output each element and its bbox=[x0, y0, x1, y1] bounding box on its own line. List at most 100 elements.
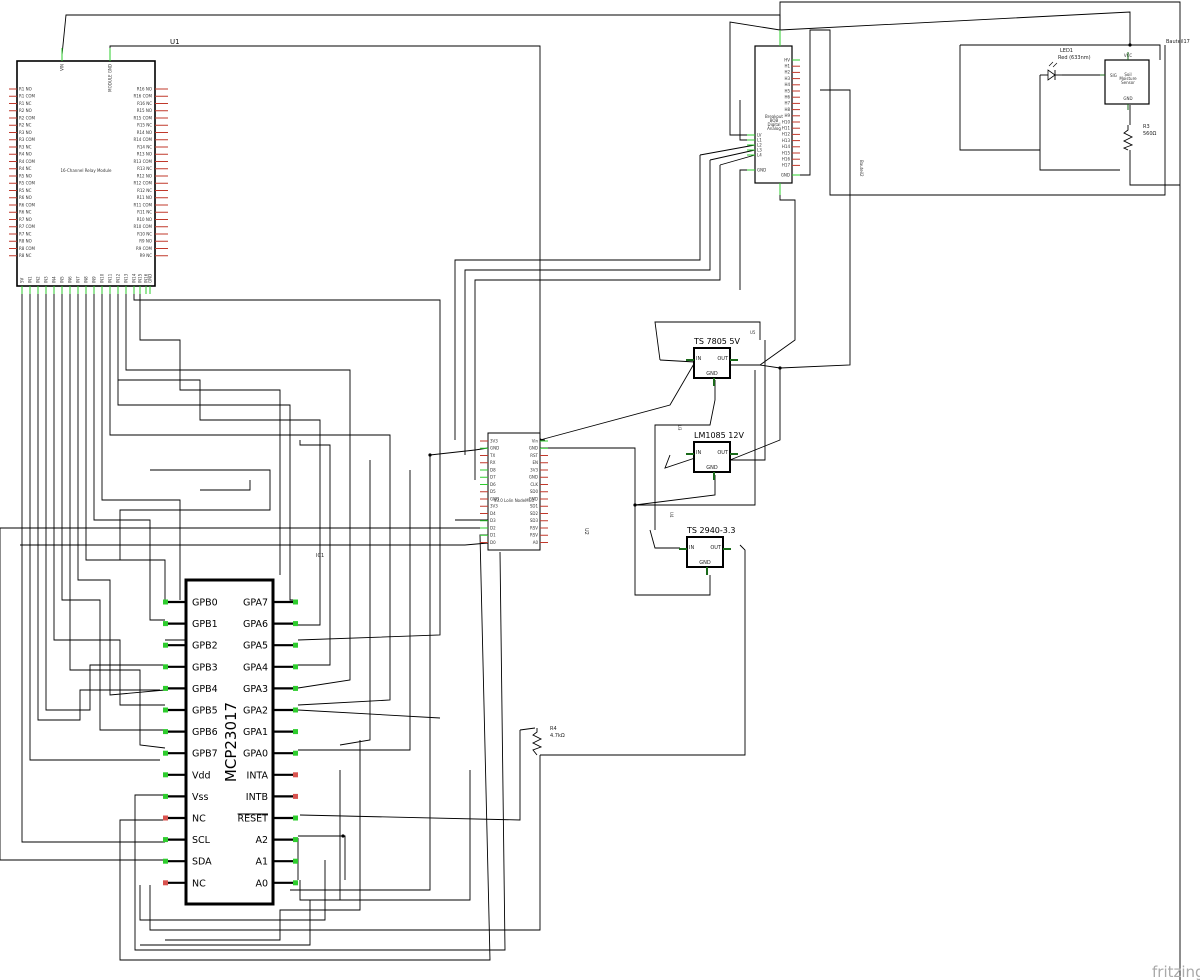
relay-left-pin-label: R6 NO bbox=[19, 195, 32, 200]
relay-right-pin-label: R16 COM bbox=[133, 94, 152, 99]
ls-right-pin-label: H3 bbox=[784, 76, 790, 81]
r3-value: 560Ω bbox=[1143, 131, 1157, 137]
nodemcu-left-pin-label: D5 bbox=[490, 489, 496, 494]
relay-right-pin-label: R14 COM bbox=[133, 137, 152, 142]
nodemcu-right-pin-label: A0 bbox=[533, 540, 539, 545]
nodemcu-left-pin-label: GND bbox=[490, 446, 499, 451]
regulator-ref: U5 bbox=[750, 330, 756, 335]
moisture-sensor[interactable]: Bauteil17 Soil Moisture Sensor VCC SIG G… bbox=[1100, 39, 1190, 110]
relay-left-pin-label: R4 NC bbox=[19, 166, 32, 171]
ls-right-pin-label: H11 bbox=[782, 126, 791, 131]
relay-bottom-pin-label: IN15 bbox=[138, 273, 143, 283]
relay-left-pin-label: R3 COM bbox=[19, 137, 36, 142]
relay-left-pin-label: R8 NC bbox=[19, 253, 32, 258]
ls-right-pin-label: H8 bbox=[784, 107, 790, 112]
led-value: Red (633nm) bbox=[1058, 55, 1091, 61]
relay-right-pin-label: R10 NC bbox=[137, 231, 152, 236]
mcp-left-pin-label: GPB2 bbox=[192, 641, 218, 652]
mcp-right-pin-end bbox=[293, 837, 298, 843]
regulator-in-label: IN bbox=[696, 450, 701, 456]
mcp-left-pin-end bbox=[163, 858, 168, 864]
level-shifter-ref: Bauteil2 bbox=[859, 160, 864, 177]
nodemcu-left-pin-label: GND bbox=[490, 496, 499, 501]
relay-left-pin-label: R2 NC bbox=[19, 123, 32, 128]
relay-right-pin-label: R16 NC bbox=[137, 101, 152, 106]
relay-top-pin-label: VIN bbox=[60, 64, 65, 71]
mcp-left-pin-end bbox=[163, 685, 168, 691]
mcp-right-pin-label: GPA3 bbox=[243, 684, 268, 695]
relay-right-pin-label: R9 NC bbox=[140, 253, 153, 258]
moisture-title-1: Soil bbox=[1124, 72, 1131, 77]
mcp-right-pin-label: GPA5 bbox=[243, 641, 268, 652]
relay-right-pin-label: R11 NO bbox=[137, 195, 152, 200]
resistor-r3[interactable]: R3 560Ω bbox=[1122, 124, 1157, 151]
ls-right-pin-label: GND bbox=[781, 172, 790, 177]
relay-bottom-pin-label: 5V bbox=[20, 277, 25, 283]
led[interactable]: LED1 Red (633nm) bbox=[1040, 48, 1091, 81]
relay-right-pin-label: R14 NC bbox=[137, 144, 152, 149]
mcp-left-pin-end bbox=[163, 880, 168, 886]
mcp-left-pin-end bbox=[163, 642, 168, 648]
relay-right-pin-label: R15 NC bbox=[137, 123, 152, 128]
mcp-right-pin-label: GPA4 bbox=[243, 662, 268, 673]
nodemcu-left-pin-label: D1 bbox=[490, 533, 496, 538]
mcp-right-pin-end bbox=[293, 621, 298, 627]
mcp-right-pin-label: GPA0 bbox=[243, 749, 268, 760]
moisture-title-3: Sensor bbox=[1121, 80, 1135, 85]
relay-bottom-pin-label: GND bbox=[148, 274, 153, 283]
mcp-left-pin-end bbox=[163, 772, 168, 778]
mcp-left-pin-label: Vss bbox=[192, 792, 208, 803]
nodemcu-left-pin-label: D2 bbox=[490, 525, 496, 530]
relay-bottom-pin-label: IN1 bbox=[28, 276, 33, 283]
relay-right-pin-label: R12 NC bbox=[137, 188, 152, 193]
mcp-left-pin-end bbox=[163, 621, 168, 627]
ls-right-pin-label: H7 bbox=[784, 101, 790, 106]
level-shifter-title-1: Breakout bbox=[765, 114, 783, 119]
relay-right-pin-label: R11 NC bbox=[137, 210, 152, 215]
mcp-left-pin-label: NC bbox=[192, 814, 206, 825]
level-shifter-title-2: BOB bbox=[770, 118, 779, 123]
mcp-left-pin-end bbox=[163, 815, 168, 821]
regulator-in-label: IN bbox=[696, 356, 701, 362]
moisture-sensor-ref: Bauteil17 bbox=[1166, 39, 1190, 45]
nodemcu-right-pin-label: RSV bbox=[530, 525, 538, 530]
mcp-right-pin-end bbox=[293, 858, 298, 864]
level-shifter[interactable]: Bauteil2 Breakout BOB Digital Analog LVL… bbox=[747, 30, 864, 195]
relay-right-pin-label: R10 COM bbox=[133, 224, 152, 229]
mcp-right-pins: GPA7GPA6GPA5GPA4GPA3GPA2GPA1GPA0INTAINTB… bbox=[238, 598, 298, 889]
relay-right-pin-label: R11 COM bbox=[133, 202, 152, 207]
mcp-right-pin-label: INTA bbox=[247, 770, 269, 781]
relay-left-pin-label: R6 COM bbox=[19, 202, 36, 207]
relay-left-pin-label: R2 NO bbox=[19, 108, 32, 113]
relay-left-pin-label: R4 COM bbox=[19, 159, 36, 164]
mcp-right-pin-end bbox=[293, 815, 298, 821]
mcp-right-pin-label: GPA1 bbox=[243, 727, 268, 738]
ls-right-pin-label: H9 bbox=[784, 113, 790, 118]
r4-ref: R4 bbox=[550, 726, 557, 732]
regulator-out-label: OUT bbox=[717, 356, 729, 362]
ls-left-pin-label: LV bbox=[757, 132, 762, 137]
nodemcu[interactable]: U2 V3.0 Lolin NodeMCU 3V3GNDTXRXD8D7D6D5… bbox=[480, 432, 589, 551]
relay-left-pin-label: R5 NC bbox=[19, 188, 32, 193]
mcp23017-chip[interactable]: IC1 MCP23017 GPB0GPB1GPB2GPB3GPB4GPB5GPB… bbox=[163, 553, 324, 906]
nodemcu-left-pin-label: D3 bbox=[490, 518, 496, 523]
ls-right-pin-label: H1 bbox=[784, 64, 790, 69]
relay-bottom-pin-label: IN13 bbox=[124, 273, 129, 283]
mcp-right-pin-end bbox=[293, 750, 298, 756]
nodemcu-left-pin-label: 3V3 bbox=[490, 504, 498, 509]
mcp-left-pin-label: SCL bbox=[192, 835, 211, 846]
resistor-r4[interactable]: R4 4.7kΩ bbox=[531, 726, 565, 756]
mcp-left-pin-end bbox=[163, 707, 168, 713]
nodemcu-title: V3.0 Lolin NodeMCU bbox=[494, 498, 535, 503]
ls-right-pin-label: H14 bbox=[782, 144, 791, 149]
nodemcu-right-pin-label: Vin bbox=[532, 438, 539, 443]
mcp-name: MCP23017 bbox=[222, 702, 240, 782]
mcp-left-pin-label: GPB7 bbox=[192, 749, 218, 760]
